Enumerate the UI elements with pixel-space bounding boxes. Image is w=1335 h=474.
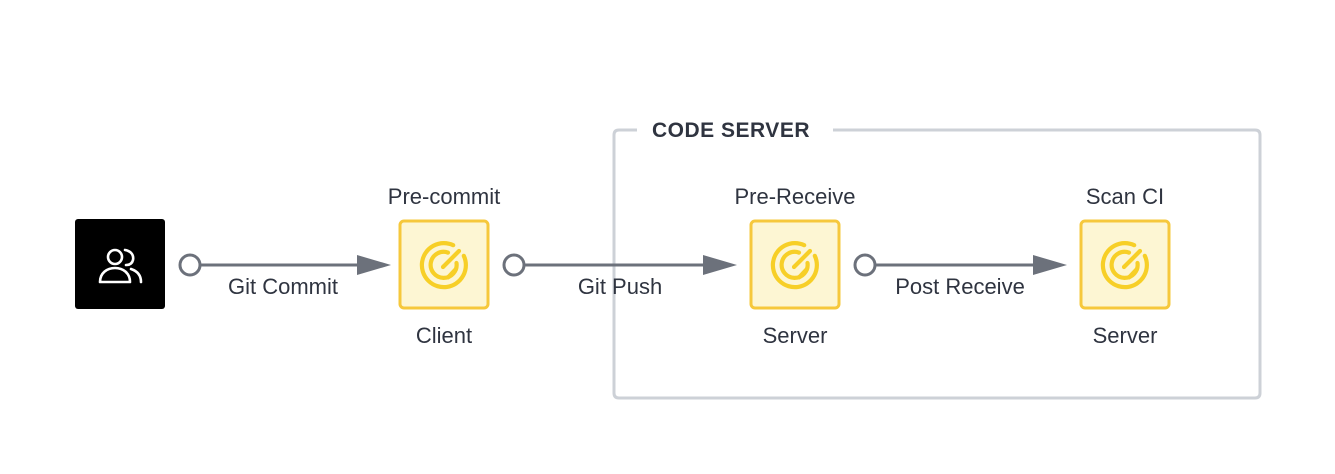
edge-git-push: Git Push bbox=[502, 253, 737, 299]
edge-post-receive: Post Receive bbox=[853, 253, 1067, 299]
arrow-head-icon bbox=[1033, 255, 1067, 275]
edge-start-handle[interactable] bbox=[178, 253, 202, 277]
node-bottom-label: Server bbox=[763, 323, 828, 348]
edge-label-post-receive: Post Receive bbox=[895, 274, 1025, 299]
node-top-label: Scan CI bbox=[1086, 184, 1164, 209]
user-node-box[interactable] bbox=[75, 219, 165, 309]
node-pre-receive[interactable]: Pre-Receive Server bbox=[734, 184, 855, 348]
arrow-head-icon bbox=[703, 255, 737, 275]
edge-start-handle[interactable] bbox=[853, 253, 877, 277]
users-icon bbox=[98, 248, 143, 284]
edge-git-commit: Git Commit bbox=[178, 253, 391, 299]
edge-start-handle[interactable] bbox=[502, 253, 526, 277]
edge-label-git-commit: Git Commit bbox=[228, 274, 338, 299]
code-server-group: CODE SERVER bbox=[612, 119, 1262, 400]
node-top-label: Pre-commit bbox=[388, 184, 500, 209]
node-user[interactable] bbox=[75, 219, 165, 309]
node-scan-ci[interactable]: Scan CI Server bbox=[1079, 184, 1171, 348]
code-server-group-border bbox=[612, 128, 1262, 400]
code-server-label: CODE SERVER bbox=[652, 119, 810, 142]
edge-label-git-push: Git Push bbox=[578, 274, 662, 299]
arrow-head-icon bbox=[357, 255, 391, 275]
node-top-label: Pre-Receive bbox=[734, 184, 855, 209]
node-bottom-label: Client bbox=[416, 323, 472, 348]
node-bottom-label: Server bbox=[1093, 323, 1158, 348]
node-pre-commit[interactable]: Pre-commit Client bbox=[388, 184, 500, 348]
